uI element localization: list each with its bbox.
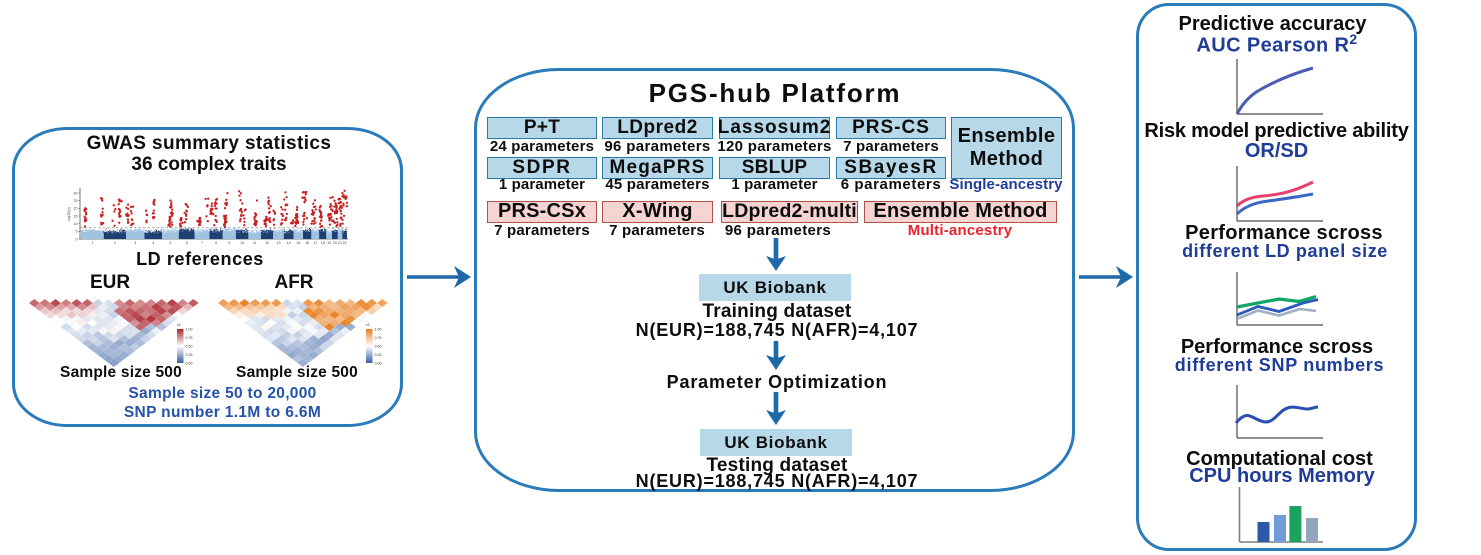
svg-text:3: 3: [134, 241, 136, 245]
svg-text:0.00: 0.00: [186, 362, 193, 366]
svg-text:21: 21: [338, 241, 342, 245]
svg-text:20: 20: [333, 241, 337, 245]
svg-text:0.75: 0.75: [186, 336, 193, 340]
svg-text:14: 14: [287, 241, 291, 245]
svg-text:15: 15: [74, 214, 78, 218]
svg-text:15: 15: [296, 241, 300, 245]
svg-text:0.50: 0.50: [186, 345, 193, 349]
svg-text:1.00: 1.00: [375, 328, 382, 332]
svg-text:1: 1: [91, 241, 93, 245]
svg-text:11: 11: [253, 241, 257, 245]
svg-text:8: 8: [215, 241, 217, 245]
svg-text:4: 4: [152, 241, 154, 245]
svg-text:6: 6: [186, 241, 188, 245]
svg-text:30: 30: [74, 191, 78, 195]
svg-text:-log10(p): -log10(p): [67, 207, 71, 221]
svg-text:0.25: 0.25: [375, 353, 382, 357]
svg-text:19: 19: [327, 241, 331, 245]
svg-text:0.50: 0.50: [375, 345, 382, 349]
svg-text:20: 20: [74, 207, 78, 211]
svg-text:r2: r2: [177, 322, 181, 327]
svg-text:1.00: 1.00: [186, 328, 193, 332]
svg-text:9: 9: [228, 241, 230, 245]
svg-text:7: 7: [201, 241, 203, 245]
svg-text:16: 16: [305, 241, 309, 245]
svg-text:5: 5: [76, 230, 78, 234]
svg-text:0.75: 0.75: [375, 336, 382, 340]
svg-text:10: 10: [74, 222, 78, 226]
svg-text:10: 10: [240, 241, 244, 245]
svg-text:12: 12: [265, 241, 269, 245]
svg-text:17: 17: [313, 241, 317, 245]
svg-text:5: 5: [169, 241, 171, 245]
svg-text:18: 18: [321, 241, 325, 245]
svg-text:13: 13: [277, 241, 281, 245]
svg-text:r2: r2: [366, 322, 370, 327]
svg-text:0: 0: [76, 237, 78, 241]
svg-text:0.25: 0.25: [186, 353, 193, 357]
svg-text:2: 2: [114, 241, 116, 245]
svg-text:25: 25: [74, 199, 78, 203]
svg-text:22: 22: [343, 241, 347, 245]
svg-text:0.00: 0.00: [375, 362, 382, 366]
